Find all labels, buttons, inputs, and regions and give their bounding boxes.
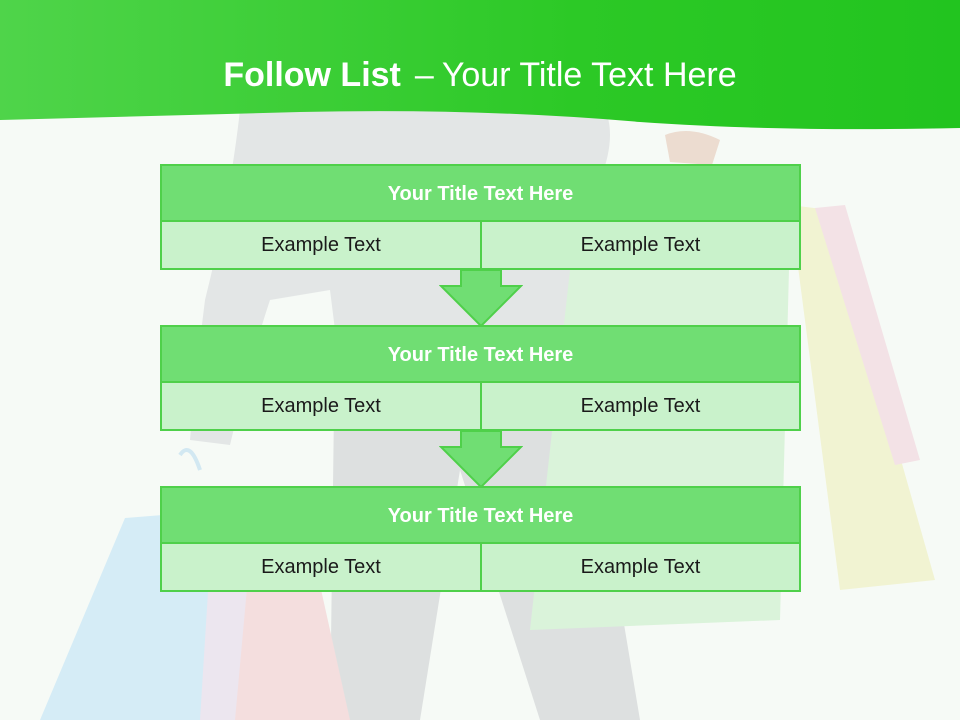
slide-title-separator: – xyxy=(414,56,434,94)
step-title: Your Title Text Here xyxy=(162,166,799,222)
step-cell-left: Example Text xyxy=(162,544,482,590)
step-title: Your Title Text Here xyxy=(162,488,799,544)
step-box-3: Your Title Text Here Example Text Exampl… xyxy=(160,486,801,592)
step-cell-left: Example Text xyxy=(162,383,482,429)
down-arrow-icon xyxy=(439,431,523,489)
slide-title-rest: Your Title Text Here xyxy=(441,56,737,94)
down-arrow-icon xyxy=(439,270,523,328)
step-title: Your Title Text Here xyxy=(162,327,799,383)
header-wave xyxy=(0,0,960,130)
step-box-2: Your Title Text Here Example Text Exampl… xyxy=(160,325,801,431)
step-cell-right: Example Text xyxy=(580,234,701,256)
step-cell-left: Example Text xyxy=(162,222,482,268)
slide-title: Follow List–Your Title Text Here xyxy=(0,52,960,98)
step-cell-right: Example Text xyxy=(580,556,701,578)
slide-title-bold: Follow List xyxy=(223,56,401,94)
step-box-1: Your Title Text Here Example Text Exampl… xyxy=(160,164,801,270)
step-cell-right: Example Text xyxy=(580,395,701,417)
